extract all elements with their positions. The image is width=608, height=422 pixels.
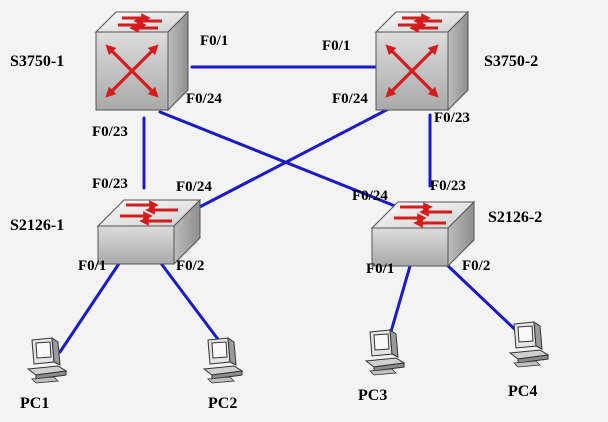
port-label-access1-f02: F0/2 [176,258,204,274]
port-label-core1-f024: F0/24 [186,91,222,107]
core-switch-2-label: S3750-2 [484,53,538,70]
port-label-access2-f02: F0/2 [462,258,490,274]
pc2-label: PC2 [208,395,237,412]
port-label-access2-f023: F0/23 [430,178,466,194]
port-label-access1-f024: F0/24 [176,179,212,195]
pc4-label: PC4 [508,383,537,400]
port-label-access2-f024: F0/24 [352,188,388,204]
port-label-access2-f01: F0/1 [366,261,394,277]
port-label-core2-f01: F0/1 [322,38,350,54]
access-switch-1-label: S2126-1 [10,217,64,234]
pc1-icon[interactable] [27,337,67,384]
access-switch-2-icon[interactable] [372,202,474,266]
link-access2-pc4 [444,262,526,340]
port-label-core2-f023: F0/23 [434,110,470,126]
port-label-core1-f023: F0/23 [92,124,128,140]
port-label-access1-f023: F0/23 [92,176,128,192]
core-switch-1-label: S3750-1 [10,53,64,70]
pc2-icon[interactable] [203,337,243,384]
pc3-icon[interactable] [365,329,405,376]
access-switch-2-label: S2126-2 [488,209,542,226]
access-switch-1-icon[interactable] [98,200,200,264]
link-core2-access1 [188,102,400,214]
pc4-icon[interactable] [509,321,549,368]
link-access1-pc1 [58,260,122,354]
port-label-access1-f01: F0/1 [78,258,106,274]
port-label-core1-f01: F0/1 [200,33,228,49]
port-label-core2-f024: F0/24 [332,91,368,107]
link-core1-access2 [158,110,402,210]
link-access1-pc2 [158,260,228,352]
core-switch-1-icon[interactable] [96,12,188,110]
pc1-label: PC1 [20,395,49,412]
core-switch-2-icon[interactable] [376,12,468,110]
pc3-label: PC3 [358,387,387,404]
link-access2-pc3 [386,264,412,344]
